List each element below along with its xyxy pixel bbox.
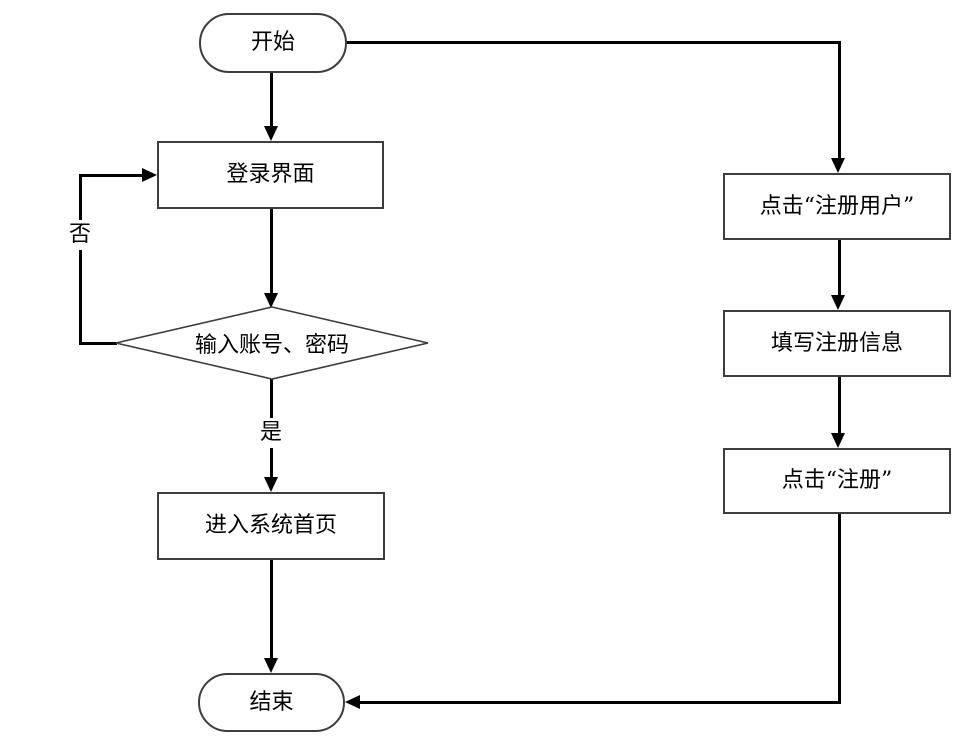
edge-no-horizontal-bottom — [79, 342, 117, 345]
node-decision: 输入账号、密码 — [114, 306, 430, 380]
node-start: 开始 — [199, 13, 347, 73]
edge-start-login — [270, 72, 273, 128]
node-decision-label: 输入账号、密码 — [194, 333, 349, 358]
edge-no-horizontal-top — [79, 174, 143, 177]
node-register-click: 点击“注册用户” — [723, 173, 951, 240]
edge-home-end — [270, 560, 273, 659]
node-home-label: 进入系统首页 — [204, 513, 337, 538]
edge-regfill-regsubmit — [838, 377, 841, 435]
node-end: 结束 — [198, 673, 345, 732]
arrowhead-login-decision — [264, 293, 278, 308]
arrowhead-regsubmit-end — [345, 695, 360, 709]
node-register-fill-label: 填写注册信息 — [770, 330, 903, 356]
decision-diamond-shape — [115, 306, 429, 380]
edge-start-regclick-vertical — [838, 41, 841, 160]
edge-login-decision — [270, 209, 273, 295]
edge-label-no: 否 — [67, 220, 94, 251]
arrowhead-start-regclick — [831, 158, 845, 173]
node-login-label: 登录界面 — [226, 162, 315, 187]
arrowhead-start-login — [264, 126, 278, 141]
arrowhead-home-end — [264, 658, 278, 673]
edge-no-vertical — [79, 174, 82, 345]
edge-regsubmit-end-vertical — [838, 514, 841, 704]
arrowhead-decision-home — [264, 477, 278, 492]
edge-start-regclick-horizontal — [347, 41, 841, 44]
node-register-fill: 填写注册信息 — [723, 310, 951, 377]
node-start-label: 开始 — [250, 30, 295, 55]
arrowhead-regfill-regsubmit — [831, 433, 845, 448]
edge-label-yes: 是 — [258, 418, 285, 449]
edge-regclick-regfill — [838, 240, 841, 297]
arrowhead-regclick-regfill — [831, 295, 845, 310]
arrowhead-no-login — [142, 168, 157, 182]
node-register-submit: 点击“注册” — [723, 448, 951, 514]
node-login: 登录界面 — [157, 141, 384, 209]
node-register-click-label: 点击“注册用户” — [759, 193, 915, 219]
node-register-submit-label: 点击“注册” — [781, 468, 893, 493]
node-end-label: 结束 — [249, 689, 294, 715]
edge-regsubmit-end-horizontal — [358, 701, 841, 704]
node-home: 进入系统首页 — [157, 492, 385, 560]
